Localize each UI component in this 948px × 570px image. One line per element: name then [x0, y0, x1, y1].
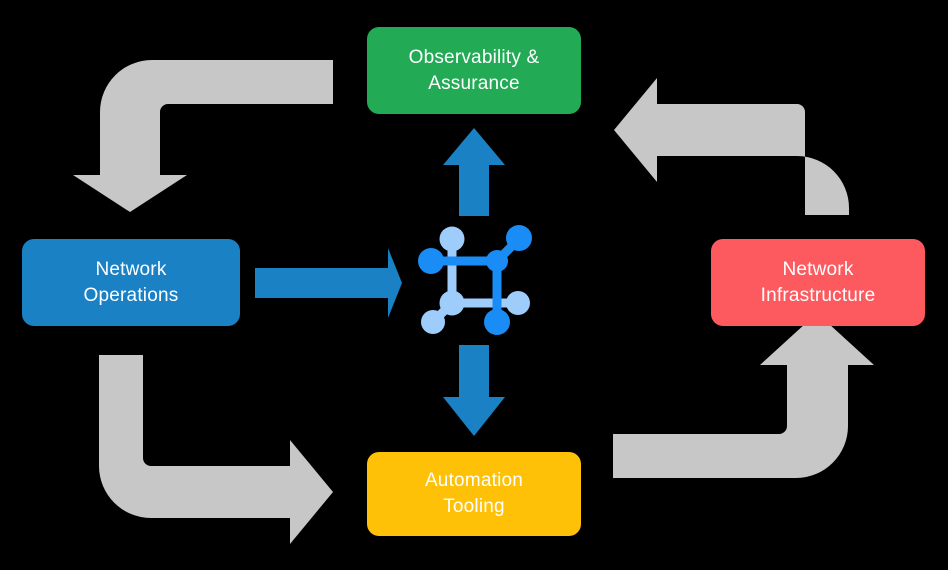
arrow-network-operations-to-center	[255, 248, 402, 318]
node-network-operations[interactable]: Network Operations	[22, 239, 240, 326]
topology-node-bottom-left-light	[421, 310, 445, 334]
arrow-network-infrastructure-to-observability	[614, 78, 849, 215]
node-label-network-infrastructure: Network Infrastructure	[760, 258, 876, 306]
topology-node-left-dark	[418, 248, 444, 274]
topology-node-right-light	[506, 291, 530, 315]
topology-node-top-light	[439, 226, 465, 252]
node-automation-tooling[interactable]: Automation Tooling	[367, 452, 581, 536]
node-label-automation-tooling: Automation Tooling	[424, 470, 524, 517]
arrow-network-operations-to-automation-tooling	[99, 355, 333, 544]
network-topology-icon	[418, 225, 532, 335]
node-observability-and-assurance[interactable]: Observability & Assurance	[367, 27, 581, 114]
node-label-network-operations: Network Operations	[83, 258, 179, 306]
topology-node-hub-dark	[486, 250, 508, 272]
topology-node-center-light	[439, 290, 465, 316]
arrow-center-to-observability	[443, 128, 505, 216]
arrow-automation-tooling-to-network-infrastructure	[613, 313, 874, 478]
topology-node-top-right-dark	[506, 225, 532, 251]
topology-link-upper-diagonal	[492, 234, 524, 266]
node-label-observability: Observability & Assurance	[408, 46, 540, 94]
topology-node-bottom-dark	[484, 309, 510, 335]
topology-link-bottom-diagonal	[429, 298, 457, 326]
arrow-center-to-automation-tooling	[443, 345, 505, 436]
arrow-observability-to-network-operations	[73, 60, 333, 212]
node-network-infrastructure[interactable]: Network Infrastructure	[711, 239, 925, 326]
